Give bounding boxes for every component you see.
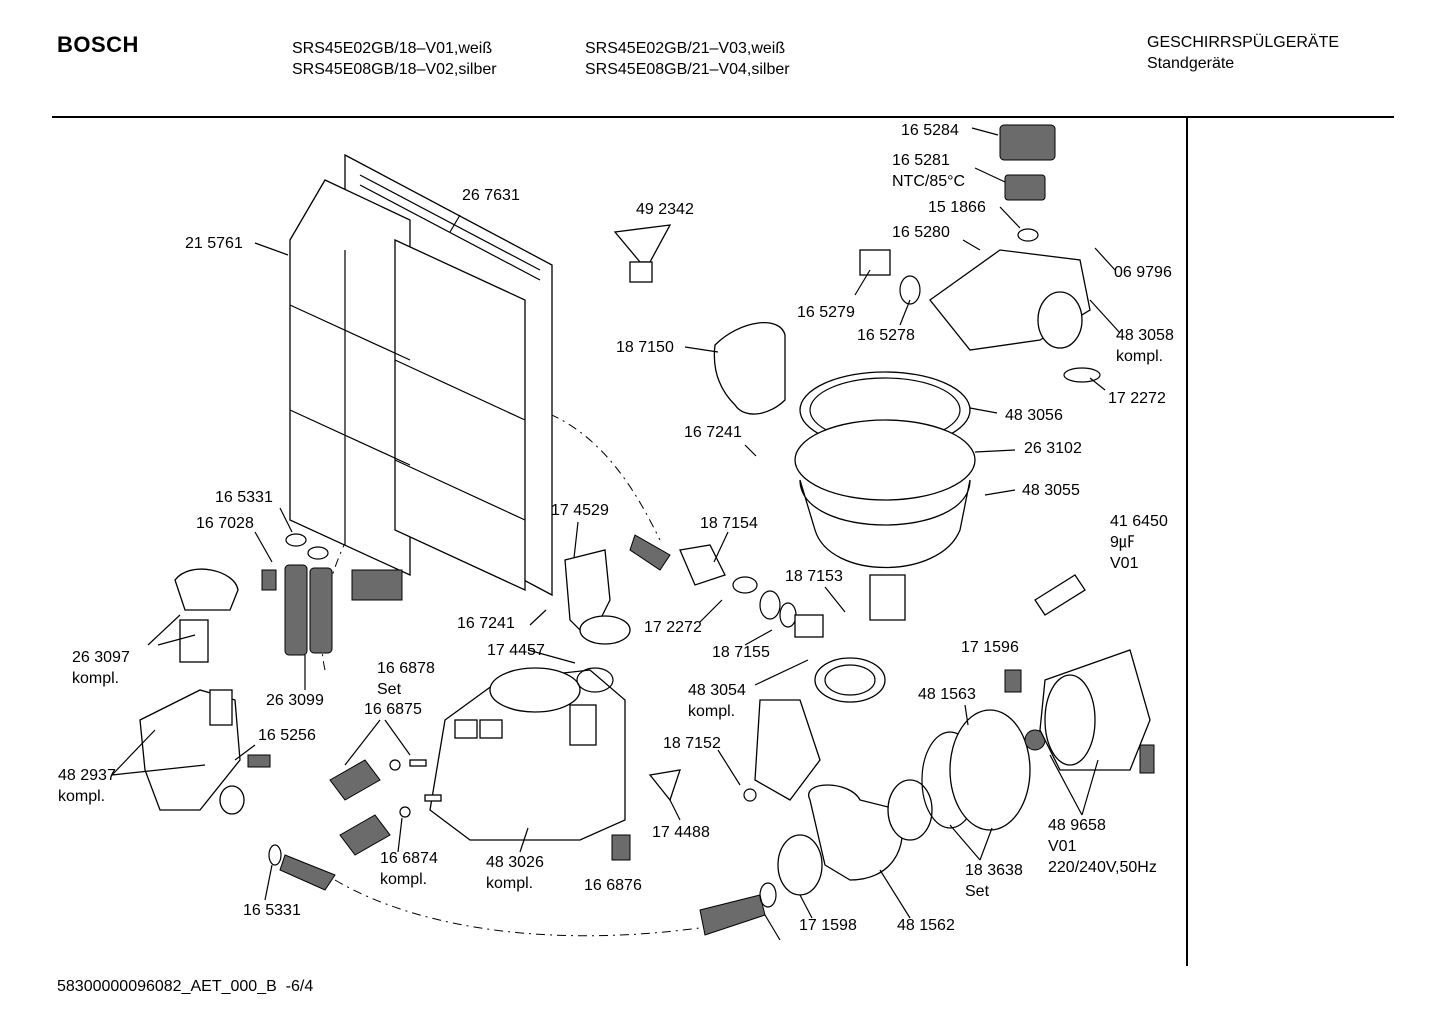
models-column-2: SRS45E02GB/21–V03,weiß SRS45E08GB/21–V04… xyxy=(585,38,790,80)
part-label-26-3102: 26 3102 xyxy=(1024,440,1082,457)
right-margin-rule xyxy=(1186,118,1188,966)
small-valves xyxy=(329,759,442,856)
part-label-16-7241-top: 16 7241 xyxy=(684,424,742,441)
part-label-48-1562: 48 1562 xyxy=(897,917,955,934)
part-label-17-4488: 17 4488 xyxy=(652,824,710,841)
part-label-16-7028: 16 7028 xyxy=(196,515,254,532)
part-label-18-7153: 18 7153 xyxy=(785,568,843,585)
part-label-48-1563: 48 1563 xyxy=(918,686,976,703)
part-label-17-1596: 17 1596 xyxy=(961,639,1019,656)
part-label-17-4457: 17 4457 xyxy=(487,642,545,659)
header-rule xyxy=(52,116,1394,118)
sump-assembly xyxy=(794,371,976,703)
diverter-part xyxy=(564,544,824,861)
part-label-18-7150: 18 7150 xyxy=(616,339,674,356)
part-label-26-7631: 26 7631 xyxy=(462,187,520,204)
subcategory: Standgeräte xyxy=(1147,55,1235,72)
part-label-48-3056: 48 3056 xyxy=(1005,407,1063,424)
model-line: SRS45E02GB/18–V01,weiß xyxy=(292,40,493,57)
footer: 58300000096082_AET_000_B -6/4 xyxy=(57,978,313,996)
part-label-16-5256: 16 5256 xyxy=(258,727,316,744)
part-label-17-1598: 17 1598 xyxy=(799,917,857,934)
part-label-06-9796: 06 9796 xyxy=(1114,264,1172,281)
part-label-16-5331-bottom: 16 5331 xyxy=(243,902,301,919)
part-label-18-7152: 18 7152 xyxy=(663,735,721,752)
models-column-1: SRS45E02GB/18–V01,weiß SRS45E08GB/18–V02… xyxy=(292,38,497,80)
doc-id: 58300000096082_AET_000_B xyxy=(57,978,277,995)
part-label-16-5331-top: 16 5331 xyxy=(215,489,273,506)
part-label-15-1866: 15 1866 xyxy=(928,199,986,216)
part-label-16-6875: 16 6875 xyxy=(364,701,422,718)
funnel-part xyxy=(613,224,672,283)
leader-lines xyxy=(111,127,1121,941)
heater-block-part xyxy=(859,124,1101,383)
part-label-21-5761: 21 5761 xyxy=(185,235,243,252)
model-line: SRS45E08GB/18–V02,silber xyxy=(292,61,497,78)
part-label-16-5278: 16 5278 xyxy=(857,327,915,344)
page-number: -6/4 xyxy=(285,978,314,995)
water-pocket-part xyxy=(289,179,526,601)
part-label-17-2272-top: 17 2272 xyxy=(1108,390,1166,407)
part-label-16-6876: 16 6876 xyxy=(584,877,642,894)
part-label-48-3055: 48 3055 xyxy=(1022,482,1080,499)
part-label-16-5284: 16 5284 xyxy=(901,122,959,139)
part-label-16-7241-mid: 16 7241 xyxy=(457,615,515,632)
part-label-16-5279: 16 5279 xyxy=(797,304,855,321)
category-block: GESCHIRRSPÜLGERÄTE Standgeräte xyxy=(1147,32,1339,74)
model-line: SRS45E02GB/21–V03,weiß xyxy=(585,40,786,57)
part-label-17-4529: 17 4529 xyxy=(551,502,609,519)
part-label-16-5280: 16 5280 xyxy=(892,224,950,241)
part-label-17-2272-mid: 17 2272 xyxy=(644,619,702,636)
water-softener-part xyxy=(429,667,626,841)
circulation-pump-part xyxy=(777,649,1155,896)
part-label-18-7155: 18 7155 xyxy=(712,644,770,661)
part-label-26-3099: 26 3099 xyxy=(266,692,324,709)
capacitor-part xyxy=(1034,574,1086,616)
corrugated-hoses xyxy=(268,533,777,936)
cover-part xyxy=(713,322,786,415)
part-label-49-2342: 49 2342 xyxy=(636,201,694,218)
brand-logo: BOSCH xyxy=(57,32,139,57)
category: GESCHIRRSPÜLGERÄTE xyxy=(1147,34,1340,51)
model-line: SRS45E08GB/21–V04,silber xyxy=(585,61,790,78)
part-label-18-7154: 18 7154 xyxy=(700,515,758,532)
inlet-valve-part xyxy=(139,568,277,815)
